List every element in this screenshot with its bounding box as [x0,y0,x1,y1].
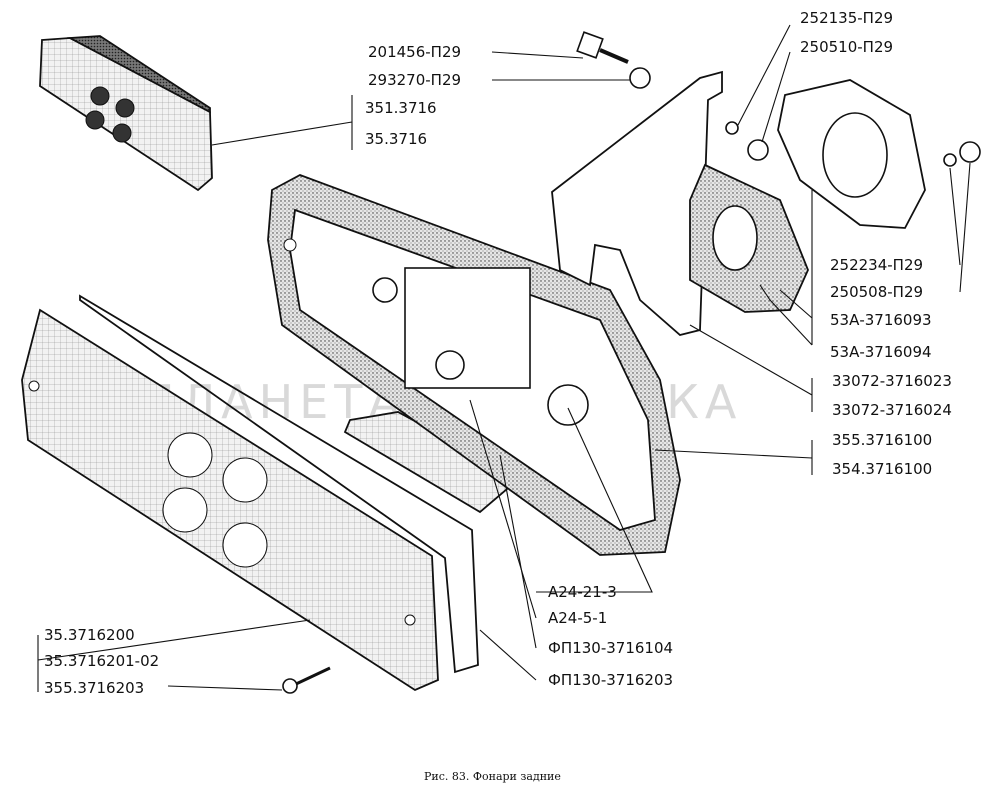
reflector-illustration [343,411,522,514]
washer-small-illustration [725,121,739,135]
screw-illustration [282,666,331,694]
label-screw: 355.3716203 [44,679,144,697]
figure-caption: Рис. 83. Фонари задние [424,770,561,783]
lock-washer-illustration [629,67,651,89]
lens-illustration [21,308,439,692]
housing-illustration [267,174,681,556]
label-bulb-a: А24-21-3 [548,583,617,601]
bracket-illustration [551,70,723,336]
nut-right-illustration [959,141,981,163]
label-nut-small: 250510-П29 [800,38,893,56]
label-housing-a: 355.3716100 [832,431,932,449]
leader-lines [37,24,971,692]
label-bulb-b: А24-5-1 [548,609,607,627]
label-gasket-b: 53А-3716094 [830,343,932,361]
label-lens-gasket: ФП130-3716203 [548,671,673,689]
label-washer-small: 252135-П29 [800,9,893,27]
assembled-lamp-illustration [39,35,213,192]
label-lamp-assembly-b: 35.3716 [365,130,427,148]
label-bolt: 201456-П29 [368,43,461,61]
label-gasket-a: 53А-3716093 [830,311,932,329]
nut-small-illustration [747,139,769,161]
label-bracket-b: 33072-3716024 [832,401,952,419]
label-lock-washer-top: 293270-П29 [368,71,461,89]
label-lens-a: 35.3716200 [44,626,135,644]
lens-gasket-illustration [79,294,479,674]
label-bracket-a: 33072-3716023 [832,372,952,390]
washer-right-illustration [943,153,957,167]
label-housing-b: 354.3716100 [832,460,932,478]
label-lamp-assembly-a: 351.3716 [365,99,437,117]
bolt-illustration [576,31,629,64]
label-reflector: ФП130-3716104 [548,639,673,657]
rear-gasket-illustration [777,79,926,229]
label-nut-right: 250508-П29 [830,283,923,301]
label-lens-b: 35.3716201-02 [44,652,159,670]
mid-gasket-illustration [689,163,809,313]
label-washer-right: 252234-П29 [830,256,923,274]
